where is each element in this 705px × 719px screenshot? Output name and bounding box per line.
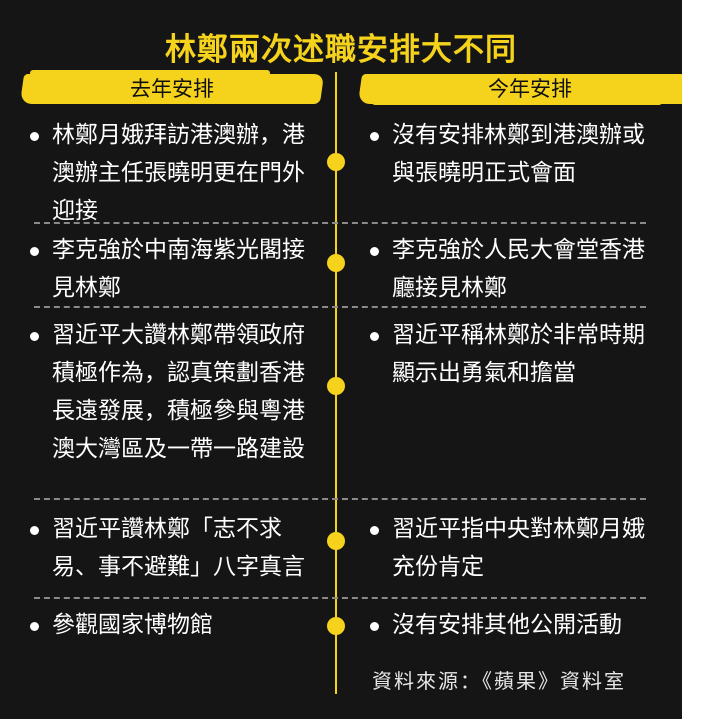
left-column-header: 去年安排 [130, 77, 214, 101]
row-1-right-item: 沒有安排林鄭到港澳辦或與張曉明正式會面 [370, 116, 662, 192]
row-5-right-item: 沒有安排其他公開活動 [370, 606, 662, 644]
row-4-left-item: 習近平讚林鄭「志不求易、事不避難」八字真言 [30, 510, 317, 586]
row-4-right-item: 習近平指中央對林鄭月娥充份肯定 [370, 510, 662, 586]
row-4-dot-icon [327, 532, 345, 550]
bullet-icon [370, 526, 379, 535]
bullet-icon [370, 622, 379, 631]
bullet-icon [30, 622, 39, 631]
row-3-right-item: 習近平稱林鄭於非常時期顯示出勇氣和擔當 [370, 316, 662, 392]
row-1-right-text: 沒有安排林鄭到港澳辦或與張曉明正式會面 [392, 122, 645, 186]
right-column-header: 今年安排 [488, 77, 572, 101]
row-1-left-item: 林鄭月娥拜訪港澳辦，港澳辦主任張曉明更在門外迎接 [30, 116, 317, 230]
row-separator [34, 306, 646, 308]
row-5-left-text: 參觀國家博物館 [52, 612, 213, 638]
page-title: 林鄭兩次述職安排大不同 [165, 32, 517, 68]
row-4-right-text: 習近平指中央對林鄭月娥充份肯定 [392, 516, 645, 580]
row-4-left-text: 習近平讚林鄭「志不求易、事不避難」八字真言 [52, 516, 305, 580]
row-2-dot-icon [327, 254, 345, 272]
bullet-icon [30, 247, 39, 256]
infographic-panel: 林鄭兩次述職安排大不同 去年安排 今年安排 林鄭月娥拜訪港澳辦，港澳辦主任張曉明… [0, 0, 682, 719]
right-header-brush-accent [372, 99, 662, 105]
bullet-icon [370, 247, 379, 256]
bullet-icon [30, 132, 39, 141]
row-2-left-item: 李克強於中南海紫光閣接見林鄭 [30, 231, 317, 307]
row-3-left-text: 習近平大讚林鄭帶領政府積極作為，認真策劃香港長遠發展，積極參與粵港澳大灣區及一帶… [52, 322, 305, 462]
row-3-left-item: 習近平大讚林鄭帶領政府積極作為，認真策劃香港長遠發展，積極參與粵港澳大灣區及一帶… [30, 316, 317, 468]
bullet-icon [30, 332, 39, 341]
row-5-right-text: 沒有安排其他公開活動 [392, 612, 622, 638]
row-3-dot-icon [327, 377, 345, 395]
row-2-left-text: 李克強於中南海紫光閣接見林鄭 [52, 237, 305, 301]
source-note: 資料來源：《蘋果》資料室 [372, 669, 626, 693]
bullet-icon [370, 132, 379, 141]
bullet-icon [30, 526, 39, 535]
row-5-dot-icon [327, 617, 345, 635]
row-2-right-text: 李克強於人民大會堂香港廳接見林鄭 [392, 237, 645, 301]
row-separator [34, 222, 646, 224]
row-separator [34, 498, 646, 500]
row-5-left-item: 參觀國家博物館 [30, 606, 317, 644]
row-3-right-text: 習近平稱林鄭於非常時期顯示出勇氣和擔當 [392, 322, 645, 386]
row-separator [34, 597, 646, 599]
row-2-right-item: 李克強於人民大會堂香港廳接見林鄭 [370, 231, 662, 307]
left-header-brush-accent [30, 70, 270, 76]
bullet-icon [370, 332, 379, 341]
row-1-dot-icon [327, 153, 345, 171]
row-1-left-text: 林鄭月娥拜訪港澳辦，港澳辦主任張曉明更在門外迎接 [52, 122, 305, 224]
